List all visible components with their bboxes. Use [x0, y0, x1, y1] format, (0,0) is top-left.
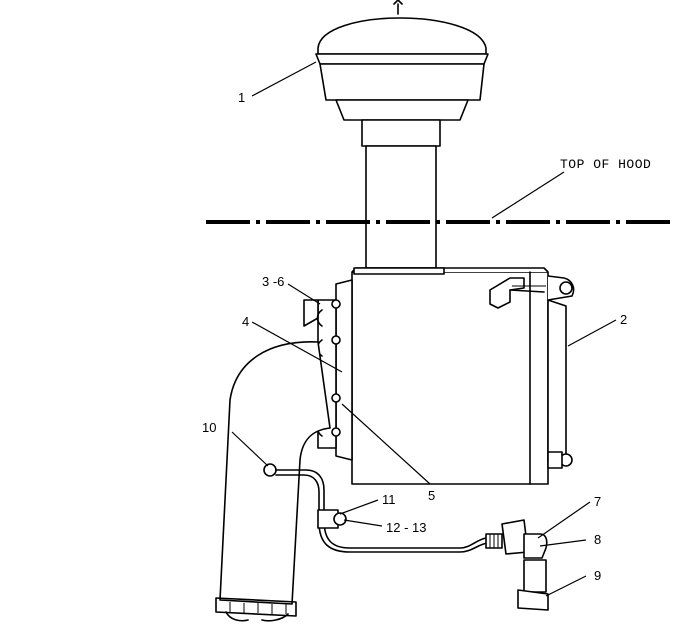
callout-4: 4	[242, 314, 249, 329]
leader-hood	[491, 171, 565, 219]
leader-1	[251, 61, 317, 97]
leader-11	[339, 499, 379, 515]
air-cleaner-body	[351, 267, 575, 485]
leader-4	[251, 321, 343, 373]
callout-3-6: 3 -6	[262, 274, 284, 289]
precleaner-cap	[315, 0, 489, 121]
leader-10	[231, 431, 269, 467]
callout-8: 8	[594, 532, 601, 547]
leader-5	[341, 403, 431, 485]
intake-tube	[361, 119, 441, 269]
callout-5: 5	[428, 488, 435, 503]
leader-7	[537, 501, 591, 539]
callout-1: 1	[238, 90, 245, 105]
leader-3-6	[287, 283, 321, 305]
outlet-elbow	[215, 341, 331, 622]
hood-label: TOP OF HOOD	[560, 157, 651, 172]
leader-2	[567, 319, 617, 347]
indicator-line	[263, 463, 549, 611]
leader-lines	[231, 61, 617, 597]
callout-12-13: 12 - 13	[386, 520, 426, 535]
callout-9: 9	[594, 568, 601, 583]
callout-10: 10	[202, 420, 216, 435]
leader-12-13	[343, 519, 383, 527]
callout-7: 7	[594, 494, 601, 509]
callout-11: 11	[382, 492, 396, 507]
leader-9	[545, 575, 587, 597]
leader-8	[539, 539, 587, 547]
callout-2: 2	[620, 312, 627, 327]
